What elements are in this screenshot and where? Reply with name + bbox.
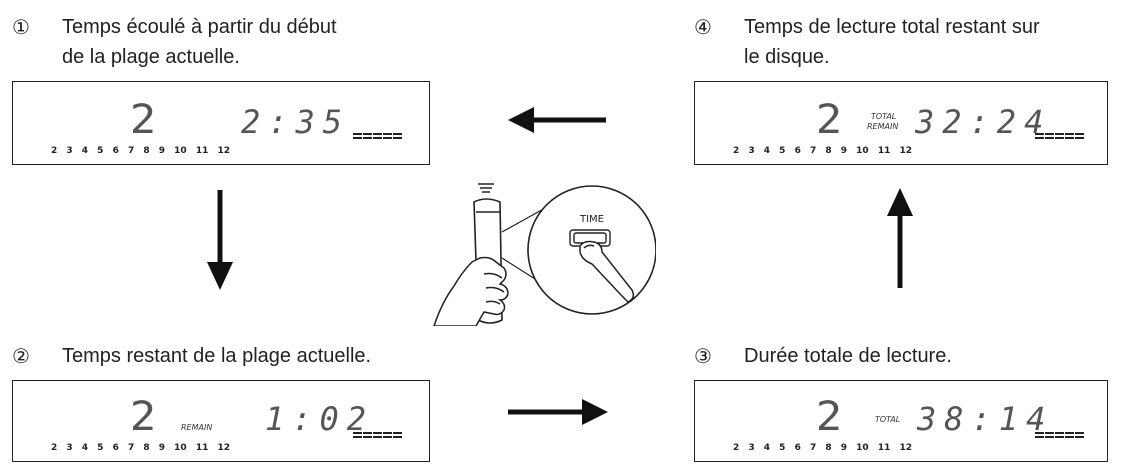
- step-4-line-1: Temps de lecture total restant sur: [744, 16, 1040, 38]
- step-2-caption: ② Temps restant de la plage actuelle.: [12, 341, 452, 371]
- step-4-track-digit: 2: [815, 97, 843, 143]
- step-3-track-numbers: 2 3 4 5 6 7 8 9 10 11 12: [733, 443, 913, 453]
- step-3-display: 2 TOTAL 38:14 2 3 4 5 6 7 8 9 10 11 12: [694, 380, 1108, 462]
- step-1-line-1: Temps écoulé à partir du début: [62, 16, 337, 38]
- arrow-right-icon: [508, 399, 608, 425]
- step-1-number: ①: [12, 15, 30, 39]
- remote-control-illustration: [433, 183, 656, 326]
- step-2-number: ②: [12, 344, 30, 368]
- step-4-number: ④: [694, 15, 712, 39]
- step-1-caption: ① Temps écoulé à partir du début de la p…: [12, 12, 452, 72]
- step-2-remain-label: REMAIN: [181, 423, 213, 432]
- step-4-display: 2 TOTAL REMAIN 32:24 2 3 4 5 6 7 8 9 10 …: [694, 81, 1108, 165]
- arrow-left-icon: [508, 107, 606, 133]
- step-1-level-bars: [353, 122, 403, 140]
- finger-icon: [579, 240, 635, 303]
- step-3-level-bars: [1035, 421, 1085, 439]
- step-3-caption: ③ Durée totale de lecture.: [694, 341, 1114, 371]
- step-3-total-label: TOTAL: [875, 415, 901, 424]
- step-1-display: 2 2:35 2 3 4 5 6 7 8 9 10 11 12: [12, 81, 430, 165]
- step-3-line-1: Durée totale de lecture.: [744, 345, 952, 367]
- signal-waves-icon: [478, 183, 494, 193]
- step-3-track-digit: 2: [815, 394, 843, 440]
- step-1-time-readout: 2:35: [241, 103, 351, 141]
- arrow-up-icon: [887, 188, 913, 288]
- hand-icon: [433, 256, 509, 326]
- step-3-time-readout: 38:14: [917, 400, 1054, 438]
- step-2-track-numbers: 2 3 4 5 6 7 8 9 10 11 12: [51, 443, 231, 453]
- step-3-number: ③: [694, 344, 712, 368]
- step-4-caption: ④ Temps de lecture total restant sur le …: [694, 12, 1114, 72]
- step-2-line-1: Temps restant de la plage actuelle.: [62, 345, 372, 367]
- step-1-track-numbers: 2 3 4 5 6 7 8 9 10 11 12: [51, 146, 231, 156]
- step-2-display: 2 REMAIN 1:02 2 3 4 5 6 7 8 9 10 11 12: [12, 380, 430, 462]
- step-2-level-bars: [353, 421, 403, 439]
- time-button-label: TIME: [580, 214, 605, 225]
- step-4-track-numbers: 2 3 4 5 6 7 8 9 10 11 12: [733, 146, 913, 156]
- arrow-down-icon: [207, 190, 233, 290]
- step-2-track-digit: 2: [129, 394, 157, 440]
- step-4-level-bars: [1035, 122, 1085, 140]
- step-1-line-2: de la plage actuelle.: [62, 46, 240, 68]
- step-2-time-readout: 1:02: [265, 400, 375, 438]
- step-1-track-digit: 2: [129, 97, 157, 143]
- step-4-time-readout: 32:24: [915, 103, 1052, 141]
- step-4-total-label: TOTAL: [871, 112, 897, 121]
- step-4-line-2: le disque.: [744, 46, 830, 68]
- step-4-remain-label: REMAIN: [867, 122, 899, 131]
